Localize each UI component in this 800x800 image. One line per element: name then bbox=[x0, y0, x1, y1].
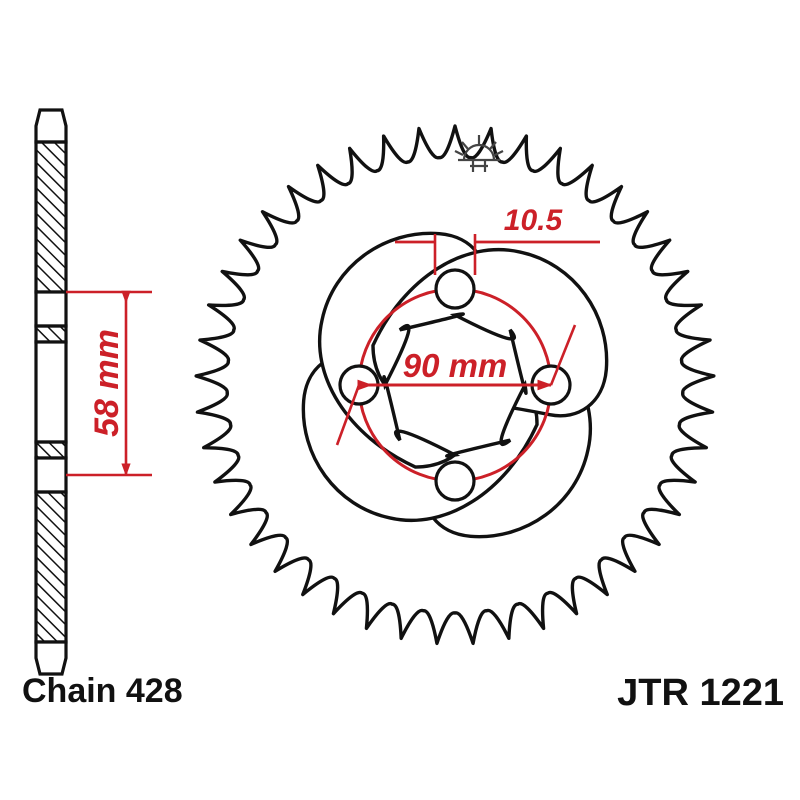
section-top-tip bbox=[34, 108, 68, 144]
section-central-web bbox=[34, 340, 68, 444]
leader-right bbox=[549, 324, 577, 386]
surface-finish-icon bbox=[454, 135, 504, 172]
section-upper-band bbox=[34, 324, 68, 344]
dimension-90mm-text: 90 mm bbox=[403, 347, 508, 384]
bolt-hole-top bbox=[434, 268, 476, 310]
section-upper-hatch bbox=[34, 140, 68, 294]
dimension-10-5: 10.5 bbox=[395, 204, 600, 275]
dimension-90mm: 90 mm bbox=[335, 324, 577, 446]
dimension-58mm-text: 58 mm bbox=[88, 329, 126, 437]
bolt-hole-bottom bbox=[434, 460, 476, 502]
section-lower-bolt-gap bbox=[34, 456, 68, 494]
section-lower-hatch bbox=[34, 490, 68, 644]
part-number-label: JTR 1221 bbox=[617, 672, 784, 714]
front-view: 90 mm 10.5 bbox=[194, 124, 716, 646]
ray-upper-left bbox=[461, 141, 469, 150]
side-section-view bbox=[34, 108, 68, 676]
ray-left bbox=[454, 150, 464, 156]
ray-right bbox=[494, 150, 504, 156]
dimension-10-5-text: 10.5 bbox=[504, 204, 564, 237]
leader-left bbox=[335, 384, 361, 446]
chain-size-label: Chain 428 bbox=[22, 672, 183, 710]
section-lower-band bbox=[34, 440, 68, 460]
section-upper-bolt-gap bbox=[34, 290, 68, 328]
sun-arc bbox=[462, 143, 496, 161]
ray-upper-right bbox=[489, 141, 497, 150]
dimension-58mm: 58 mm bbox=[66, 290, 152, 477]
section-bottom-tip bbox=[34, 640, 68, 676]
